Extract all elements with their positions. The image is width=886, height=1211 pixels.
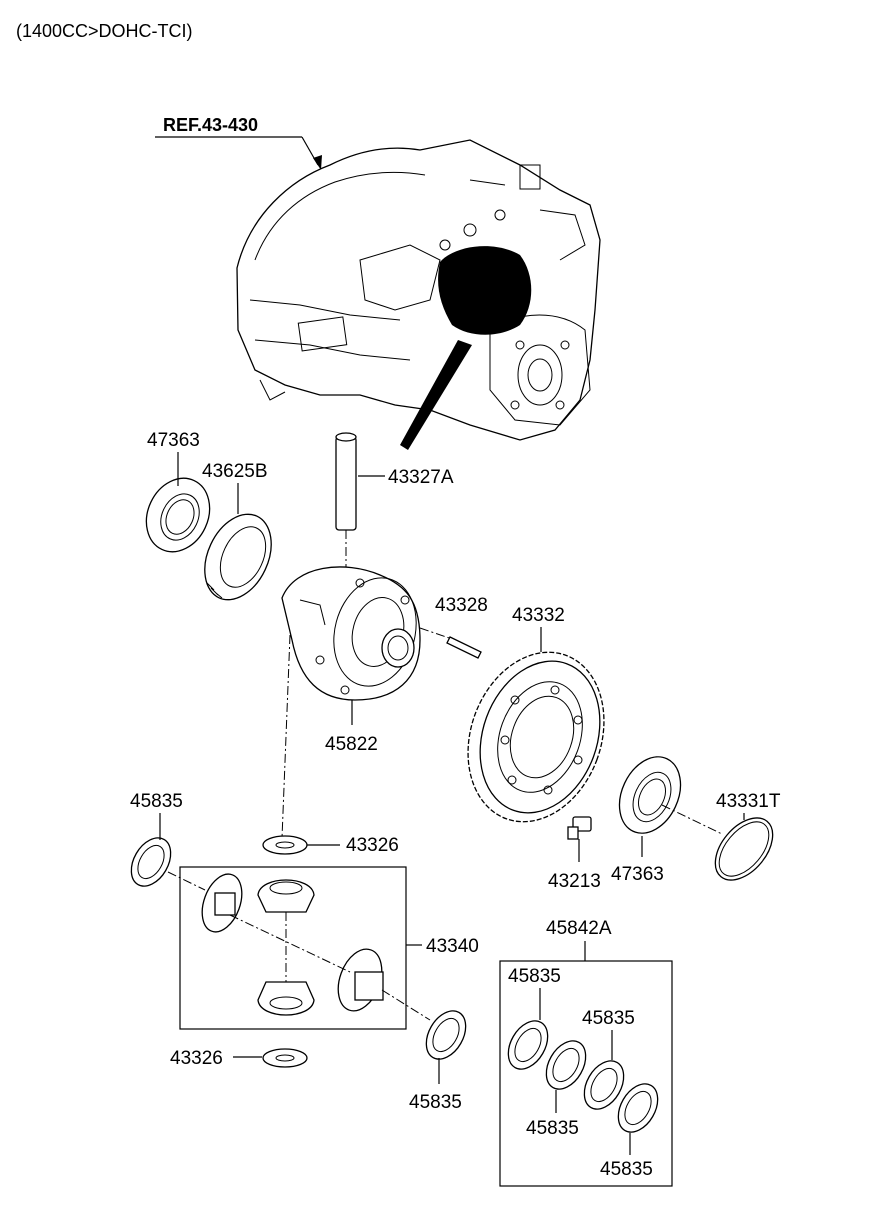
side-gear-left xyxy=(201,873,243,933)
callout-45835-lower: 45835 xyxy=(409,1092,462,1113)
washer-45835-lower xyxy=(425,1010,467,1060)
side-gear-right xyxy=(337,948,384,1012)
kit-washer-1 xyxy=(507,1020,549,1070)
callout-43213: 43213 xyxy=(548,871,601,892)
callout-43328: 43328 xyxy=(435,595,488,616)
reference-arrow-icon xyxy=(313,155,322,170)
callout-45835-kit3: 45835 xyxy=(582,1008,635,1029)
pinion-gear-top xyxy=(257,879,315,913)
callout-43340: 43340 xyxy=(426,936,479,957)
gear-kit-43340-box xyxy=(179,866,407,1030)
callout-43327A: 43327A xyxy=(388,467,454,488)
axis-45822 xyxy=(281,634,291,839)
ring-gear-43332 xyxy=(467,651,605,823)
callout-45835-kit1: 45835 xyxy=(508,966,561,987)
kit-washer-4 xyxy=(617,1083,659,1133)
callout-45835-left: 45835 xyxy=(130,791,183,812)
pinion-gear-bottom xyxy=(257,981,315,1016)
axis-45835-left xyxy=(167,871,206,891)
callout-43326-upper: 43326 xyxy=(346,835,399,856)
washer-43326-lower xyxy=(262,1048,308,1068)
washer-45835-left xyxy=(130,837,172,887)
callout-45842A: 45842A xyxy=(546,918,612,939)
callout-43326-lower: 43326 xyxy=(170,1048,223,1069)
callout-47363-top: 47363 xyxy=(147,430,200,451)
shaft-43327A xyxy=(335,432,357,531)
bolt-43213 xyxy=(567,816,592,840)
gear-43625B xyxy=(204,513,272,601)
washer-kit-45842A-box xyxy=(499,960,673,1187)
transaxle-housing xyxy=(236,139,601,450)
kit-washer-2 xyxy=(545,1040,587,1090)
callout-43625B: 43625B xyxy=(202,461,268,482)
axis-gear-kit xyxy=(229,914,351,973)
snap-ring-43331T xyxy=(714,817,774,881)
washer-43326-upper xyxy=(262,835,308,855)
axis-43331T xyxy=(661,804,723,835)
axis-45835-lower xyxy=(381,989,431,1021)
bearing-47363-right xyxy=(618,756,682,834)
callout-43331T: 43331T xyxy=(716,791,781,812)
pin-43328 xyxy=(446,636,482,659)
bearing-47363-top xyxy=(145,477,211,553)
cavity-pointer-icon xyxy=(400,340,472,450)
callout-45835-kit4: 45835 xyxy=(600,1159,653,1180)
reference-label: REF.43-430 xyxy=(163,115,258,135)
kit-washer-3 xyxy=(583,1060,625,1110)
callout-43332: 43332 xyxy=(512,605,565,626)
callout-45835-kit2: 45835 xyxy=(526,1118,579,1139)
model-spec-label: (1400CC>DOHC-TCI) xyxy=(16,21,193,41)
callout-47363-right: 47363 xyxy=(611,864,664,885)
differential-cavity-marker xyxy=(438,246,532,335)
diff-case-45822 xyxy=(281,566,421,701)
callout-45822: 45822 xyxy=(325,734,378,755)
